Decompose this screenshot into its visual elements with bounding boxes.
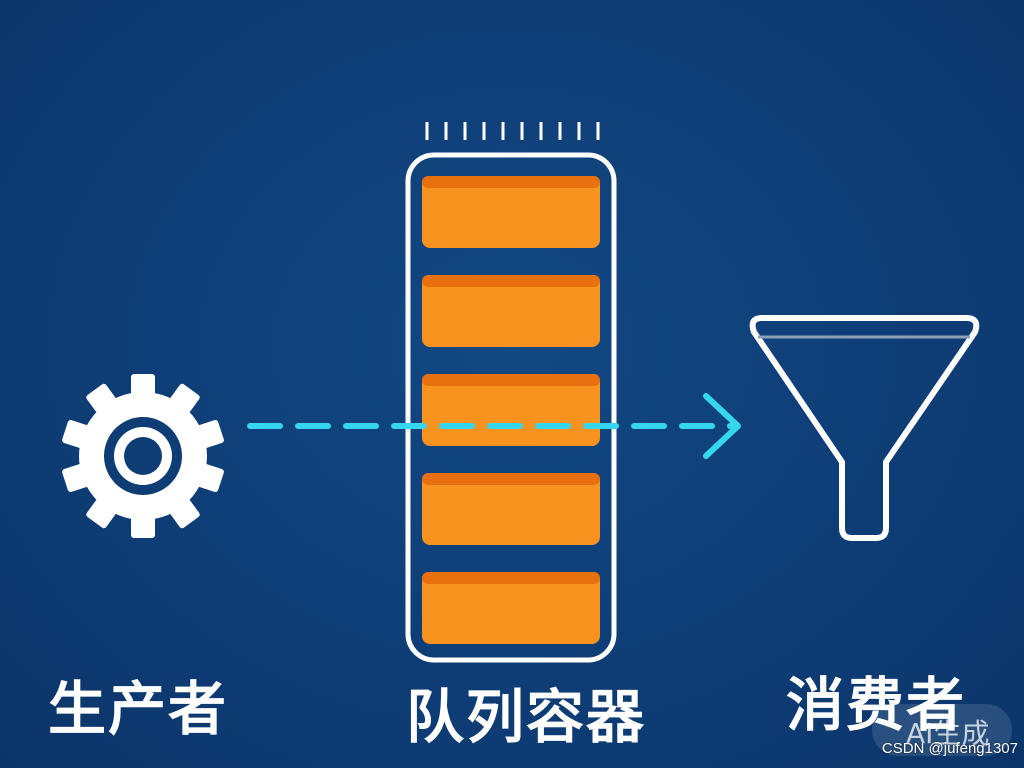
funnel-icon <box>749 315 980 541</box>
queue-slot <box>422 176 600 248</box>
queue-slot <box>422 572 600 644</box>
csdn-watermark: CSDN @jufeng1307 <box>881 740 1018 757</box>
queue-slot-top <box>422 275 600 287</box>
queue-slot-top <box>422 176 600 188</box>
queue-outline <box>405 152 617 663</box>
queue-slot <box>422 473 600 545</box>
queue-label: 队列容器 <box>406 683 647 751</box>
producer-label: 生产者 <box>48 675 229 743</box>
queue-slot <box>422 275 600 347</box>
ai-generated-badge-text: AI生成 <box>906 717 990 750</box>
consumer-label: 消费者 <box>786 671 967 739</box>
gear-icon <box>62 374 224 538</box>
queue-slot-top <box>422 374 600 386</box>
ai-generated-badge <box>872 704 1012 756</box>
dashed-arrow-icon <box>247 393 741 459</box>
queue-container <box>405 122 617 663</box>
queue-slot-top <box>422 572 600 584</box>
queue-slot-top <box>422 473 600 485</box>
queue-tick-marks <box>425 122 600 140</box>
queue-slots <box>422 176 600 644</box>
